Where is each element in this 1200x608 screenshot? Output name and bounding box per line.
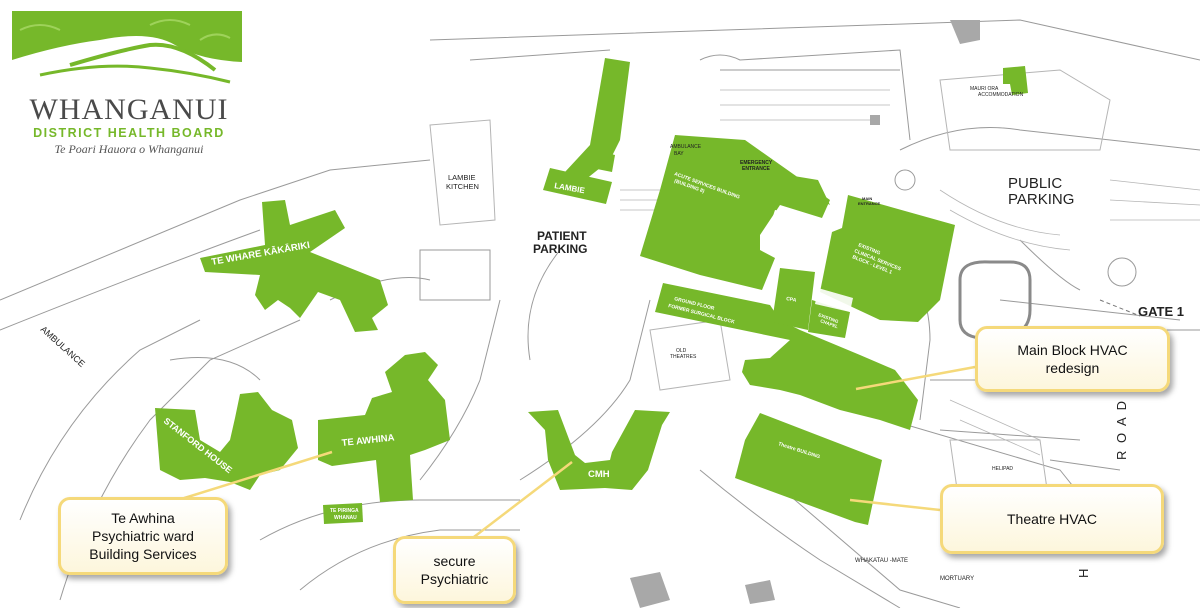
logo-subtitle: DISTRICT HEALTH BOARD	[33, 126, 225, 140]
building-te-awhina	[318, 352, 450, 502]
building-lambie-lower	[543, 168, 612, 204]
callout-text: Main Block HVAC	[1017, 342, 1128, 358]
old-theatres-outline	[649, 319, 731, 391]
label-public-parking-1: PUBLIC	[1008, 175, 1062, 192]
callout-text: Te Awhina	[111, 510, 175, 526]
logo: WHANGANUI DISTRICT HEALTH BOARD Te Poari…	[24, 94, 234, 158]
building-cpa	[772, 268, 815, 330]
callout-leaders	[177, 365, 976, 541]
gate-line	[1099, 299, 1141, 317]
parking-bays	[620, 89, 1200, 456]
label-main-entrance-2: ENTRANCE	[858, 201, 881, 206]
callout-text: Psychiatric	[420, 571, 489, 587]
callout-text: redesign	[1045, 360, 1100, 376]
logo-mark	[12, 11, 242, 89]
callout-text: secure	[433, 553, 476, 569]
logo-org-name: WHANGANUI	[29, 93, 229, 126]
label-whanau: WHANAU	[334, 515, 357, 521]
label-cpa: CPA	[786, 296, 797, 304]
label-te-piringa: TE PIRINGA	[330, 508, 359, 514]
callout-te-awhina: Te Awhina Psychiatric ward Building Serv…	[58, 497, 228, 575]
building-lambie-tower	[565, 58, 630, 180]
callout-theatre-hvac: Theatre HVAC	[940, 484, 1164, 554]
building-existing-clinical	[820, 195, 955, 322]
label-main-entrance-1: MAIN	[862, 196, 872, 201]
grey-structures	[630, 20, 980, 608]
lambie-kitchen-outline	[429, 119, 496, 226]
label-cmh: CMH	[588, 469, 610, 480]
road-network	[0, 19, 1200, 608]
label-ambulance-bay-1: AMBULANCE	[670, 144, 702, 150]
label-public-parking-2: PARKING	[1008, 191, 1074, 208]
roundabout	[894, 169, 916, 191]
building-theatre	[735, 413, 882, 525]
label-h-letter: H	[1076, 569, 1091, 578]
label-patient-parking-2: PARKING	[533, 242, 587, 256]
label-patient-parking-1: PATIENT	[537, 229, 587, 243]
building-gaps	[765, 210, 853, 312]
callout-text: Theatre HVAC	[1007, 511, 1097, 527]
label-lambie-kitchen-2: KITCHEN	[446, 182, 479, 191]
label-lambie-kitchen-1: LAMBIE	[448, 173, 476, 182]
label-emergency-1: EMERGENCY	[740, 160, 773, 166]
callout-text: Psychiatric ward	[92, 528, 194, 544]
callout-text: Building Services	[89, 546, 197, 562]
roundabout	[1107, 257, 1137, 287]
label-old-theatres-2: THEATRES	[670, 354, 697, 360]
label-emergency-2: ENTRANCE	[742, 166, 770, 172]
ring-road	[958, 260, 1032, 340]
label-mauri-ora-2: ACCOMMODATION	[978, 92, 1024, 98]
building-ground-floor	[655, 283, 918, 430]
building-acute-services	[640, 135, 830, 290]
building-stanford-house	[155, 392, 298, 490]
building-te-whare-kakariki	[200, 200, 388, 332]
label-chapel-2: CHAPEL	[820, 318, 839, 329]
mauri-ora-lot	[939, 69, 1111, 151]
logo-maori-name: Te Poari Hauora o Whanganui	[54, 142, 204, 156]
label-old-theatres-1: OLD	[676, 348, 687, 354]
callout-secure-psychiatric: secure Psychiatric	[393, 536, 516, 604]
label-mauri-ora-1: MAURI ORA	[970, 86, 999, 92]
callout-main-block-hvac: Main Block HVAC redesign	[975, 326, 1170, 392]
building-te-piringa-whanau	[323, 503, 363, 524]
label-whakatau-mate: WHAKATAU -MATE	[855, 558, 908, 564]
building-mauri-ora	[1003, 66, 1028, 95]
label-road: R O A D	[1114, 399, 1129, 460]
label-mortuary: MORTUARY	[940, 576, 974, 582]
label-ambulance: AMBULANCE	[39, 324, 87, 369]
label-ambulance-bay-2: BAY	[674, 151, 684, 157]
label-helipad: HELIPAD	[992, 466, 1013, 472]
label-gate: GATE 1	[1138, 304, 1184, 319]
